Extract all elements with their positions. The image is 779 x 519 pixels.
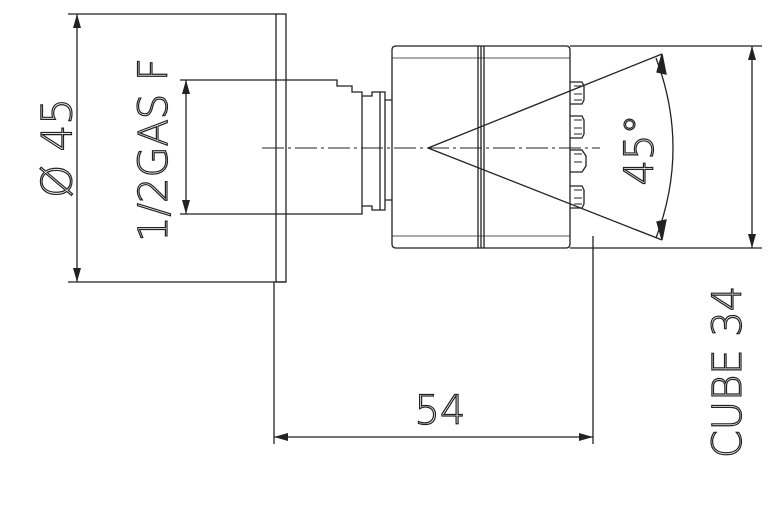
diameter-label: Ø 45 (33, 98, 82, 198)
thread-label: 1/2GAS F (131, 58, 177, 242)
spray-cone (427, 53, 674, 241)
nozzle-head (391, 45, 571, 249)
threaded-body (286, 79, 392, 215)
cube-dimension (570, 45, 762, 249)
angle-arrow-top (656, 53, 667, 75)
length-dimension (273, 236, 594, 444)
angle-arrow-bottom (656, 219, 667, 241)
thread-dimension (180, 79, 286, 215)
angle-label: 45° (617, 115, 663, 186)
diameter-dimension (68, 13, 286, 283)
outlet-teeth (570, 81, 587, 209)
length-label: 54 (415, 388, 466, 434)
cube-label: CUBE 34 (705, 286, 751, 458)
